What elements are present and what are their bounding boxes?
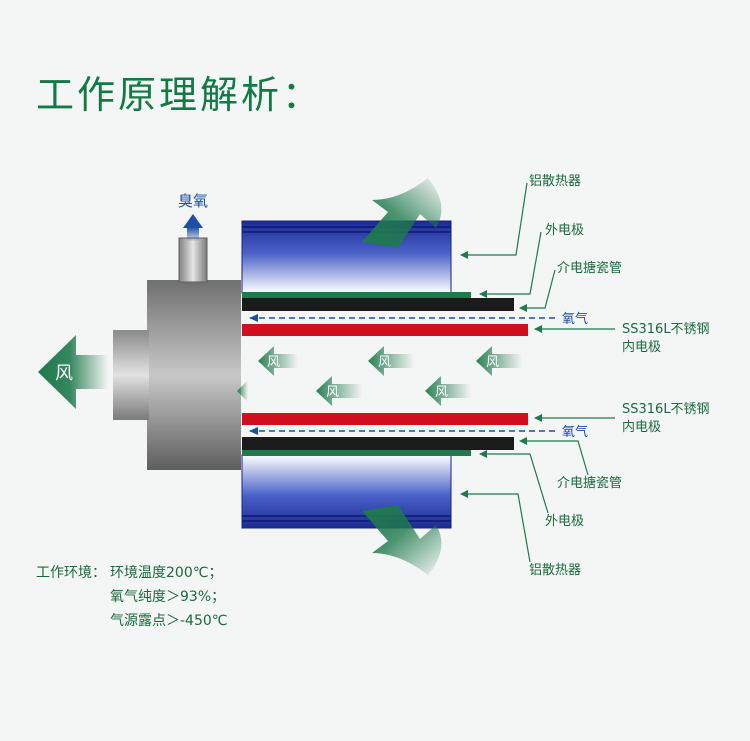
label-dielectric-tube-top: 介电搪瓷管	[557, 260, 622, 276]
wind-arrow-small: 风	[258, 346, 298, 376]
inner-electrode-top	[242, 324, 528, 336]
wind-outlet-arrow: 风	[38, 335, 108, 409]
label-inner-electrode-top-2: 内电极	[622, 339, 661, 355]
wind-arrow-small: 风	[476, 346, 522, 376]
svg-text:风: 风	[267, 355, 280, 370]
environment-oxygen-purity: 氧气纯度＞93%；	[110, 589, 226, 605]
ozone-output-arrow	[183, 214, 203, 241]
dielectric-tube-top	[242, 298, 514, 311]
outer-electrode-top	[242, 292, 471, 298]
wind-arrow-small: 风	[368, 346, 414, 376]
inner-electrode-bottom	[242, 413, 528, 425]
page-title: 工作原理解析：	[36, 73, 324, 117]
label-inner-electrode-bottom-2: 内电极	[622, 419, 661, 435]
label-inner-electrode-bottom-1: SS316L不锈钢	[622, 402, 710, 417]
environment-temperature: 环境温度200℃；	[110, 565, 223, 581]
label-dielectric-tube-bottom: 介电搪瓷管	[557, 475, 622, 491]
dielectric-tube-bottom	[242, 437, 514, 450]
label-heatsink-bottom: 铝散热器	[529, 563, 581, 578]
label-outer-electrode-bottom: 外电极	[545, 514, 584, 529]
leader-lines-top	[460, 182, 615, 333]
wind-arrow-small	[237, 380, 248, 402]
leader-lines-bottom	[460, 414, 615, 563]
svg-text:风: 风	[326, 385, 339, 400]
heatsink-top	[241, 220, 452, 294]
wind-arrow-small: 风	[316, 376, 362, 406]
svg-text:风: 风	[435, 385, 448, 400]
wind-inflow-arrow-bottom	[362, 505, 442, 575]
outer-electrode-bottom	[242, 450, 471, 456]
environment-dew-point: 气源露点＞-450℃	[110, 613, 228, 629]
svg-text:风: 风	[486, 355, 499, 370]
generator-end-cap	[113, 237, 241, 470]
svg-text:风: 风	[55, 363, 73, 384]
environment-heading: 工作环境：	[36, 565, 106, 581]
svg-text:风: 风	[378, 355, 391, 370]
wind-arrow-small: 风	[425, 376, 471, 406]
ozone-label: 臭氧	[178, 192, 208, 210]
wind-inflow-arrow-top	[362, 178, 442, 248]
label-outer-electrode-top: 外电极	[545, 223, 584, 238]
label-oxygen-bottom: 氧气	[562, 424, 588, 440]
heatsink-bottom	[241, 454, 452, 529]
label-inner-electrode-top-1: SS316L不锈钢	[622, 322, 710, 337]
label-heatsink-top: 铝散热器	[529, 174, 581, 189]
label-oxygen-top: 氧气	[562, 311, 588, 327]
